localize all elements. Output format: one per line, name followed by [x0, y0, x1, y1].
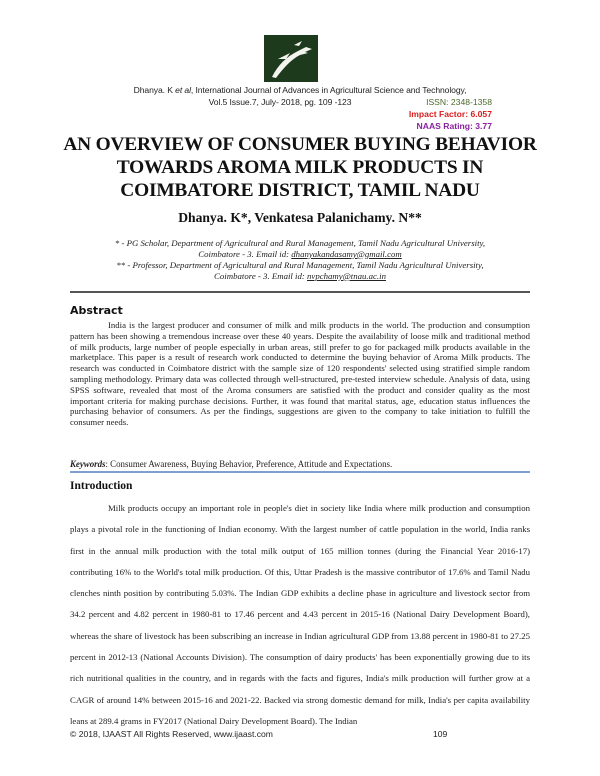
leaping-deer-logo-icon: [264, 35, 318, 82]
affiliation-line: ** - Professor, Department of Agricultur…: [116, 260, 484, 270]
divider-top: [70, 291, 530, 293]
footer-page-number: 109: [433, 729, 448, 739]
title-line: AN OVERVIEW OF CONSUMER BUYING BEHAVIOR: [63, 134, 537, 155]
introduction-text: Milk products occupy an important role i…: [70, 503, 530, 726]
volume-line: Vol.5 Issue.7, July- 2018, pg. 109 -123: [208, 97, 352, 107]
abstract-body: India is the largest producer and consum…: [70, 320, 530, 428]
citation-suffix: , International Journal of Advances in A…: [190, 85, 467, 95]
citation-prefix: Dhanya. K: [133, 85, 176, 95]
introduction-body: Milk products occupy an important role i…: [70, 498, 530, 732]
divider-keywords: [70, 471, 530, 473]
issn-label: ISSN: 2348-1358: [426, 97, 492, 107]
introduction-heading: Introduction: [70, 480, 133, 492]
affiliation-2: ** - Professor, Department of Agricultur…: [50, 260, 550, 281]
paper-title: AN OVERVIEW OF CONSUMER BUYING BEHAVIOR …: [40, 133, 560, 202]
affiliation-line: Coimbatore - 3. Email id: dhanyakandasam…: [50, 249, 550, 260]
naas-rating-label: NAAS Rating: 3.77: [416, 121, 492, 131]
citation-etal: et al: [175, 85, 191, 95]
abstract-heading: Abstract: [70, 304, 123, 317]
authors: Dhanya. K*, Venkatesa Palanichamy. N**: [178, 210, 422, 225]
impact-factor-label: Impact Factor: 6.057: [408, 109, 492, 119]
affiliation-location: Coimbatore - 3. Email id:: [198, 248, 292, 259]
keywords-label: Keywords: [70, 459, 106, 469]
keywords-line: Keywords: Consumer Awareness, Buying Beh…: [70, 459, 530, 469]
affiliation-location: Coimbatore - 3. Email id:: [214, 270, 308, 281]
keywords-text: : Consumer Awareness, Buying Behavior, P…: [105, 459, 393, 469]
author-2-email-link[interactable]: nvpchamy@tnau.ac.in: [307, 270, 386, 281]
title-line: TOWARDS AROMA MILK PRODUCTS IN: [116, 157, 484, 178]
abstract-text: India is the largest producer and consum…: [70, 320, 530, 428]
affiliation-line: Coimbatore - 3. Email id: nvpchamy@tnau.…: [50, 271, 550, 282]
journal-logo: [264, 35, 318, 82]
title-line: COIMBATORE DISTRICT, TAMIL NADU: [120, 180, 480, 201]
citation-line: Dhanya. K et al, International Journal o…: [0, 85, 600, 95]
footer-copyright: © 2018, IJAAST All Rights Reserved, www.…: [70, 729, 273, 739]
author-1-email-link[interactable]: dhanyakandasamy@gmail.com: [291, 248, 402, 259]
affiliation-1: * - PG Scholar, Department of Agricultur…: [50, 238, 550, 259]
affiliation-line: * - PG Scholar, Department of Agricultur…: [114, 238, 486, 248]
